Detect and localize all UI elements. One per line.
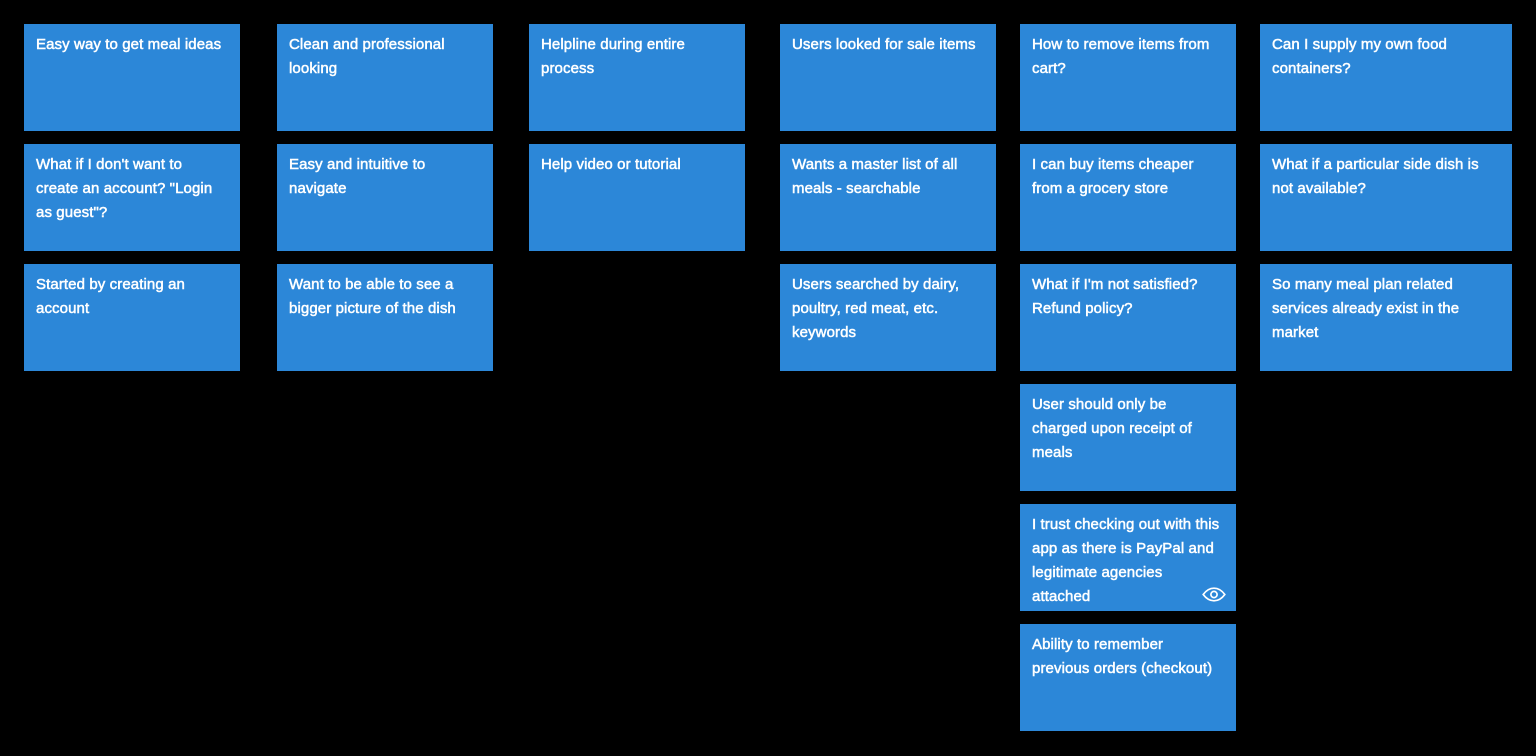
sticky-note[interactable]: Ability to remember previous orders (che… bbox=[1020, 624, 1236, 731]
sticky-note[interactable]: How to remove items from cart? bbox=[1020, 24, 1236, 131]
sticky-note-text: Can I supply my own food containers? bbox=[1272, 36, 1447, 78]
sticky-note-text: Easy way to get meal ideas bbox=[36, 36, 222, 54]
sticky-note[interactable]: Can I supply my own food containers? bbox=[1260, 24, 1512, 131]
sticky-note[interactable]: Easy and intuitive to navigate bbox=[277, 144, 493, 251]
sticky-note[interactable]: Clean and professional looking bbox=[277, 24, 493, 131]
sticky-note-text: Helpline during entire process bbox=[541, 36, 685, 78]
sticky-note-text: What if I'm not satisfied? Refund policy… bbox=[1032, 276, 1198, 318]
sticky-note-text: Help video or tutorial bbox=[541, 156, 681, 174]
sticky-note-text: I trust checking out with this app as th… bbox=[1032, 516, 1220, 606]
sticky-note[interactable]: Users searched by dairy, poultry, red me… bbox=[780, 264, 996, 371]
sticky-note[interactable]: I trust checking out with this app as th… bbox=[1020, 504, 1236, 611]
sticky-note[interactable]: What if a particular side dish is not av… bbox=[1260, 144, 1512, 251]
sticky-note[interactable]: Helpline during entire process bbox=[529, 24, 745, 131]
sticky-note-text: Want to be able to see a bigger picture … bbox=[289, 276, 456, 318]
sticky-note-text: Easy and intuitive to navigate bbox=[289, 156, 426, 198]
sticky-note[interactable]: Wants a master list of all meals - searc… bbox=[780, 144, 996, 251]
eye-icon bbox=[1202, 586, 1226, 603]
sticky-note-text: Ability to remember previous orders (che… bbox=[1032, 636, 1213, 678]
sticky-note[interactable]: Want to be able to see a bigger picture … bbox=[277, 264, 493, 371]
sticky-note-text: What if a particular side dish is not av… bbox=[1272, 156, 1479, 198]
sticky-note[interactable]: Easy way to get meal ideas bbox=[24, 24, 240, 131]
sticky-note-text: What if I don't want to create an accoun… bbox=[36, 156, 213, 222]
sticky-note-text: Users looked for sale items bbox=[792, 36, 976, 54]
sticky-note-text: I can buy items cheaper from a grocery s… bbox=[1032, 156, 1194, 198]
sticky-note-text: Started by creating an account bbox=[36, 276, 185, 318]
sticky-note-text: Wants a master list of all meals - searc… bbox=[792, 156, 958, 198]
sticky-note-text: How to remove items from cart? bbox=[1032, 36, 1210, 78]
sticky-note[interactable]: Help video or tutorial bbox=[529, 144, 745, 251]
sticky-note-text: User should only be charged upon receipt… bbox=[1032, 396, 1192, 462]
sticky-note[interactable]: So many meal plan related services alrea… bbox=[1260, 264, 1512, 371]
sticky-note-text: Users searched by dairy, poultry, red me… bbox=[792, 276, 960, 342]
sticky-note[interactable]: What if I don't want to create an accoun… bbox=[24, 144, 240, 251]
sticky-note[interactable]: Started by creating an account bbox=[24, 264, 240, 371]
sticky-note[interactable]: Users looked for sale items bbox=[780, 24, 996, 131]
sticky-note[interactable]: User should only be charged upon receipt… bbox=[1020, 384, 1236, 491]
sticky-note[interactable]: I can buy items cheaper from a grocery s… bbox=[1020, 144, 1236, 251]
sticky-note-text: Clean and professional looking bbox=[289, 36, 445, 78]
sticky-note-text: So many meal plan related services alrea… bbox=[1272, 276, 1460, 342]
sticky-note[interactable]: What if I'm not satisfied? Refund policy… bbox=[1020, 264, 1236, 371]
